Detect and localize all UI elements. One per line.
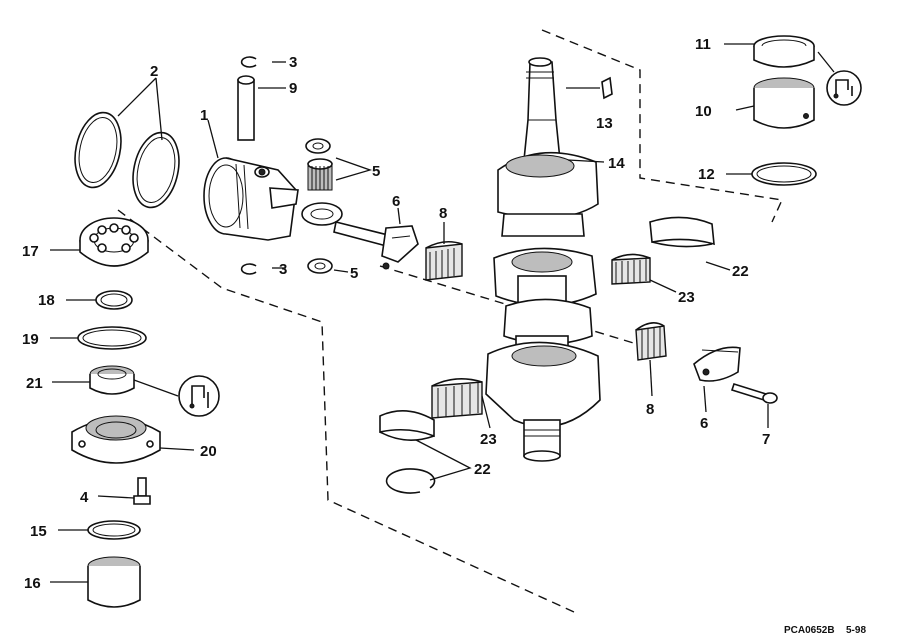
callout-3: 3 <box>289 54 297 71</box>
assembly-dashed-lines <box>117 29 784 613</box>
retaining-ring-top <box>240 56 257 68</box>
callout-6: 6 <box>392 193 400 210</box>
piston <box>203 157 299 241</box>
o-ring-lower <box>87 520 141 540</box>
center-main-bearing-lower <box>431 378 483 419</box>
callout-3-lower: 3 <box>279 261 287 278</box>
bearing-retaining-ring <box>95 290 133 310</box>
callout-8: 8 <box>439 205 447 222</box>
callout-18: 18 <box>38 292 55 309</box>
figure-date: 5-98 <box>846 625 866 636</box>
callout-5-lower: 5 <box>350 265 358 282</box>
retaining-ring-bottom <box>240 263 257 275</box>
callout-1: 1 <box>200 107 208 124</box>
callout-8-lower: 8 <box>646 401 654 418</box>
callout-4: 4 <box>80 489 89 506</box>
callout-12: 12 <box>698 166 715 183</box>
callout-16: 16 <box>24 575 41 592</box>
callout-23-lower: 23 <box>480 431 497 448</box>
retaining-ring-lower <box>385 468 436 494</box>
wrist-pin-washer <box>305 138 331 154</box>
callout-21: 21 <box>26 375 43 392</box>
upper-main-bearing <box>753 77 815 129</box>
callout-20: 20 <box>200 443 217 460</box>
connecting-rod <box>301 202 419 270</box>
callout-17: 17 <box>22 243 39 260</box>
retaining-ring-top-right <box>753 35 815 68</box>
rod-cap-screw <box>730 383 778 404</box>
callout-11: 11 <box>695 36 711 53</box>
connecting-rod-cap <box>693 346 741 382</box>
grease-icon <box>826 70 862 106</box>
oil-seal <box>89 365 135 395</box>
callout-15: 15 <box>30 523 47 540</box>
o-ring-left <box>77 326 147 350</box>
grease-icon <box>178 375 220 417</box>
center-main-bearing-upper <box>611 253 651 285</box>
callout-9: 9 <box>289 80 297 97</box>
bearing-race-upper <box>649 216 715 248</box>
figure-code: PCA0652B <box>784 625 835 636</box>
lower-main-bearing <box>87 556 141 608</box>
callout-7: 7 <box>762 431 770 448</box>
o-ring-right <box>751 162 817 186</box>
rod-needle-bearing-lower <box>635 322 667 361</box>
callout-5: 5 <box>372 163 380 180</box>
wrist-pin-needle-bearing <box>307 158 333 191</box>
callout-10: 10 <box>695 103 712 120</box>
figure-reference: PCA0652B 5-98 <box>784 625 866 636</box>
callout-23: 23 <box>678 289 695 306</box>
crankshaft <box>485 57 601 462</box>
callout-13: 13 <box>596 115 613 132</box>
rod-needle-bearing-upper <box>425 240 463 281</box>
housing-screw <box>133 477 151 505</box>
leader-lines <box>50 43 835 583</box>
piston-rings <box>74 111 180 209</box>
callout-2: 2 <box>150 63 158 80</box>
callout-14: 14 <box>608 155 625 172</box>
callout-19: 19 <box>22 331 39 348</box>
bearing-race-lower <box>379 410 435 441</box>
callout-22-lower: 22 <box>474 461 491 478</box>
callout-22: 22 <box>732 263 749 280</box>
callout-labels: 2 1 3 9 5 6 3 5 8 11 10 12 13 14 17 18 1… <box>22 36 770 592</box>
wrist-pin <box>237 75 255 141</box>
woodruff-key <box>601 76 613 100</box>
seal-housing <box>71 415 161 464</box>
callout-6-lower: 6 <box>700 415 708 432</box>
ball-bearing <box>79 217 149 267</box>
lower-washer <box>307 258 333 274</box>
